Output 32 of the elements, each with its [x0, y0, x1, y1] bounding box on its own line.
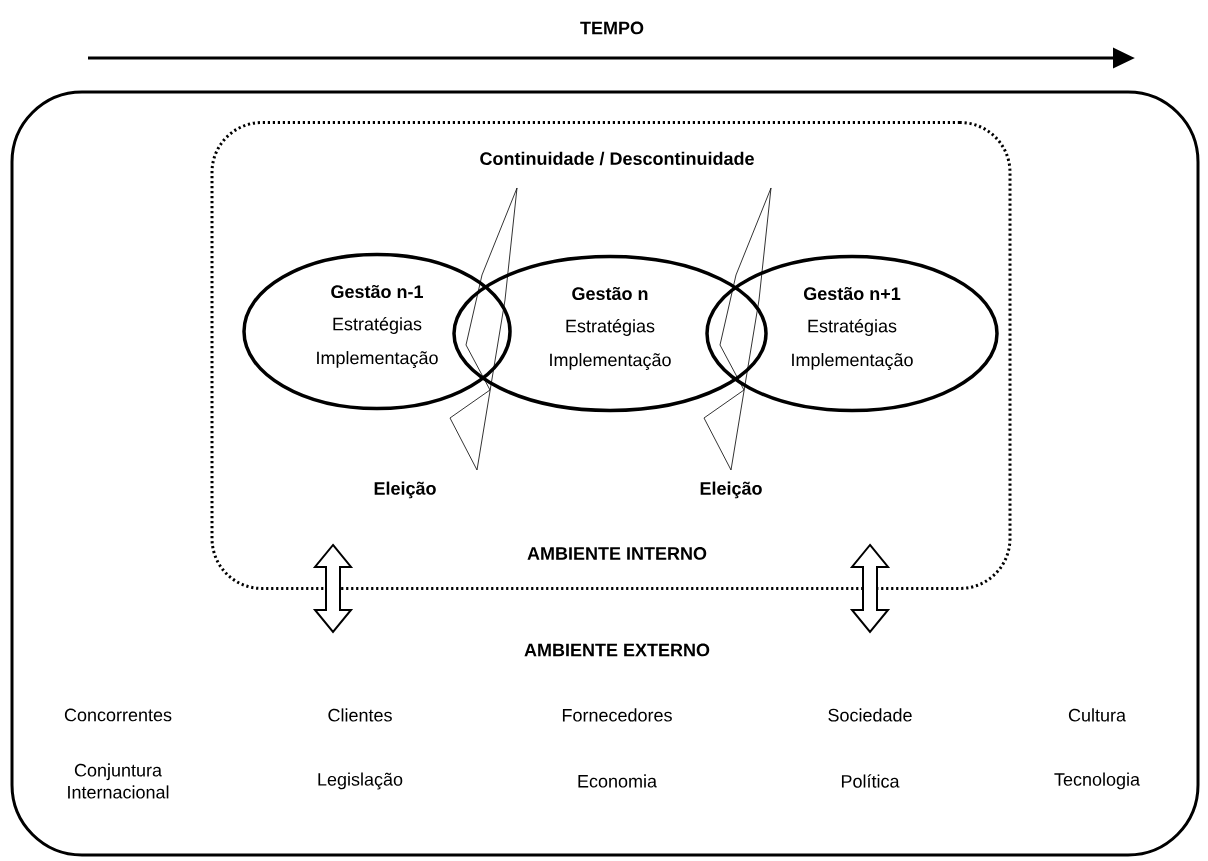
- body-text: Estratégias: [333, 317, 422, 334]
- heading: AMBIENTE INTERNO: [527, 547, 707, 560]
- body-text: Estratégias: [566, 319, 655, 336]
- heading: Gestão n-1: [331, 284, 423, 299]
- heading: AMBIENTE EXTERNO: [524, 643, 710, 657]
- ellipse: [705, 254, 999, 413]
- heading: Gestão n: [572, 286, 648, 301]
- heading: Gestão n+1: [803, 286, 901, 301]
- body-text: Estratégias: [808, 319, 897, 336]
- label: Eleição: [700, 481, 762, 499]
- zigzag-drawing: [449, 187, 518, 471]
- zigzag-drawing: [703, 187, 772, 471]
- heading: Continuidade / Descontinuidade: [480, 151, 754, 166]
- label: Política: [841, 774, 900, 788]
- label: Legislação: [318, 772, 403, 790]
- label: Eleição: [374, 481, 436, 499]
- label: Concorrentes: [64, 708, 172, 722]
- body-text: Implementação: [317, 351, 438, 368]
- body-text: Implementação: [550, 353, 671, 370]
- label: Cultura: [1068, 708, 1126, 722]
- ellipse: [242, 252, 512, 411]
- rounded-box: [10, 90, 1200, 857]
- label: Economia: [578, 774, 657, 788]
- body-text: Implementação: [792, 353, 913, 370]
- label: Conjuntura Internacional: [68, 763, 169, 799]
- label: Clientes: [328, 708, 392, 722]
- label: TEMPO: [580, 21, 644, 35]
- label: Sociedade: [828, 708, 912, 722]
- label: Fornecedores: [562, 708, 672, 722]
- label: Tecnologia: [1054, 772, 1141, 790]
- ellipse: [452, 254, 768, 413]
- rounded-box: [210, 121, 1012, 590]
